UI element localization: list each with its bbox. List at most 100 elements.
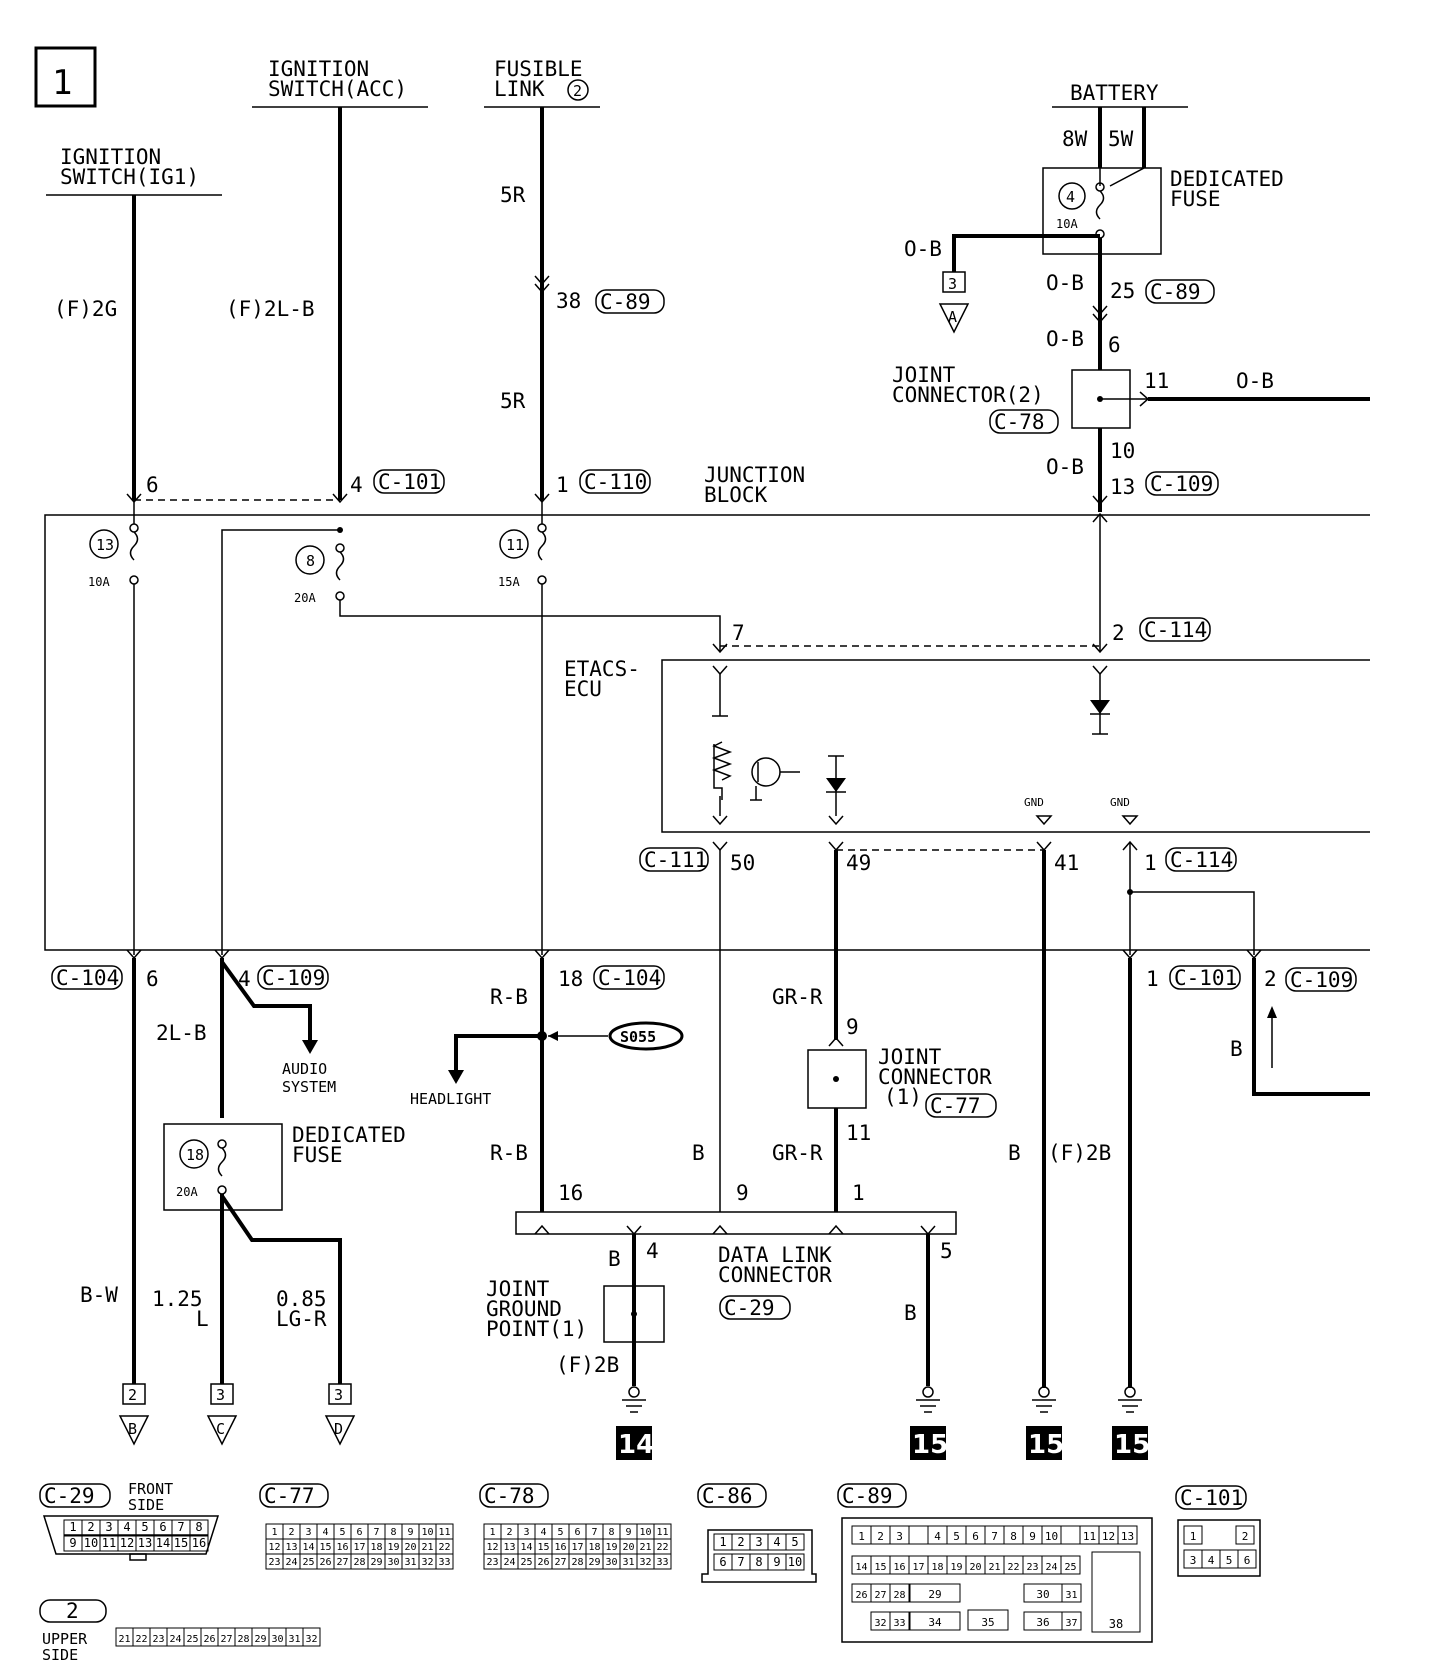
pin-cell-number: 12 xyxy=(1102,1530,1115,1543)
pin-cell-number: 25 xyxy=(186,1634,198,1645)
pin-cell xyxy=(967,1609,1009,1631)
pin-cell xyxy=(302,1627,321,1647)
pin-cell-number: 18 xyxy=(588,1542,600,1553)
legend-front-1: FRONT xyxy=(128,1480,173,1498)
f8-term-bot xyxy=(335,591,345,601)
f13-term-top xyxy=(129,523,139,533)
conn-c78-label: C-78 xyxy=(994,410,1045,434)
wire-b-2: B xyxy=(1008,1141,1021,1165)
pin-6: 6 xyxy=(146,473,159,497)
pin-cell xyxy=(785,1553,805,1571)
f18-num-circle xyxy=(179,1139,209,1169)
pin-cell-number: 4 xyxy=(1208,1554,1215,1567)
pin-cell-number: 33 xyxy=(438,1557,450,1568)
pin-13: 13 xyxy=(1110,475,1135,499)
gnd-label-1: GND xyxy=(1024,796,1044,809)
splice-s055-oval xyxy=(608,1021,684,1051)
pin-cell-number: 16 xyxy=(893,1562,905,1573)
f13-term-bot xyxy=(129,575,139,585)
legend-c29-tag xyxy=(39,1483,111,1508)
acc-label-2: SWITCH(ACC) xyxy=(268,77,407,101)
pin-cell-number: 15 xyxy=(319,1542,331,1553)
pin-cell-number: 6 xyxy=(356,1527,362,1538)
wire-audio xyxy=(220,960,312,1044)
arrow-up-head xyxy=(1267,1006,1277,1018)
mark-41 xyxy=(1036,841,1052,852)
pin-cell-number: 19 xyxy=(387,1542,399,1553)
pin-cell-number: 14 xyxy=(520,1542,532,1553)
legend-front-2: SIDE xyxy=(128,1496,164,1514)
pin-cell-number: 10 xyxy=(1045,1530,1058,1543)
pin-cell-number: 18 xyxy=(370,1542,382,1553)
pin-cell-number: 26 xyxy=(537,1557,549,1568)
wire-grr-2: GR-R xyxy=(772,1141,823,1165)
wire-headlight xyxy=(454,1034,542,1074)
ground-ref-15b-box xyxy=(1026,1426,1062,1460)
jc2-label-1: JOINT xyxy=(892,363,956,387)
pin-cell-number: 6 xyxy=(1244,1554,1251,1567)
pin-1: 1 xyxy=(556,473,569,497)
pin-cell-number: 9 xyxy=(625,1527,631,1538)
pin-cell-number: 7 xyxy=(373,1527,379,1538)
wire-b-4: B xyxy=(608,1247,621,1271)
pin-10: 10 xyxy=(1110,439,1135,463)
conn-c101-top-label: C-101 xyxy=(378,470,441,494)
pin-cell-number: 11 xyxy=(102,1536,116,1550)
pin-cell-number: 4 xyxy=(934,1530,941,1543)
pin-cell-number: 35 xyxy=(981,1616,994,1629)
pin-cell-number: 24 xyxy=(1045,1562,1057,1573)
dlc-label-1: DATA LINK xyxy=(718,1243,832,1267)
pin-cell xyxy=(1091,1551,1141,1633)
pin-cell-number: 26 xyxy=(855,1590,867,1601)
pin-cell-number: 31 xyxy=(404,1557,416,1568)
conn-c77-label: C-77 xyxy=(930,1094,981,1118)
pin-cell-number: 10 xyxy=(421,1527,433,1538)
f18-term-bot xyxy=(217,1185,227,1195)
pin-cell-number: 30 xyxy=(605,1557,617,1568)
fusible-num: 2 xyxy=(573,82,582,100)
jgp-label-3: POINT(1) xyxy=(486,1317,587,1341)
ref-box-3a xyxy=(942,271,966,293)
battery-wire-5w: 5W xyxy=(1108,127,1134,151)
headlight-arrow xyxy=(448,1070,464,1084)
pin-cell-number: 11 xyxy=(438,1527,450,1538)
wire-grr-1: GR-R xyxy=(772,985,823,1009)
pin-cell-number: 12 xyxy=(486,1542,498,1553)
pin-cell-number: 25 xyxy=(302,1557,314,1568)
conn-c110-label: C-110 xyxy=(584,470,647,494)
pin-cell-number: 5 xyxy=(141,1520,148,1534)
wire-ob-5: O-B xyxy=(1046,455,1084,479)
wire-ob-2: O-B xyxy=(1046,271,1084,295)
conn-c101-top xyxy=(373,469,445,494)
pin-4: 4 xyxy=(350,473,363,497)
pin-cell xyxy=(653,1553,672,1570)
conn-c109-right-label: C-109 xyxy=(1290,968,1353,992)
pin-cell-number: 7 xyxy=(591,1527,597,1538)
pin-cell-number: 2 xyxy=(87,1520,94,1534)
mark-4 xyxy=(332,493,348,504)
pin-cell-number: 23 xyxy=(486,1557,498,1568)
mark-50 xyxy=(712,841,728,852)
pin-cell-number: 1 xyxy=(1190,1530,1197,1543)
jc1-dot xyxy=(833,1076,839,1082)
f11-num-circle xyxy=(499,529,529,559)
wire-ob-1: O-B xyxy=(904,237,942,261)
pin-cell-number: 28 xyxy=(571,1557,583,1568)
pin-cell xyxy=(1060,1525,1081,1545)
f8-term-top xyxy=(335,543,345,553)
pin-cell-number: 5 xyxy=(339,1527,345,1538)
pin-6a: 6 xyxy=(1108,333,1121,357)
conn-c29 xyxy=(719,1295,791,1320)
pin-cell xyxy=(1061,1611,1082,1631)
wire-lgr-b: LG-R xyxy=(276,1307,327,1331)
fusible-label-2: LINK xyxy=(494,77,545,101)
fuse4-rating: 10A xyxy=(1056,217,1078,231)
pin-cell-number: 8 xyxy=(195,1520,202,1534)
junction-block-outline xyxy=(44,514,1370,951)
pin-cell-number: 22 xyxy=(438,1542,450,1553)
pin-cell-number: 9 xyxy=(773,1555,780,1569)
pin-cell-number: 28 xyxy=(893,1590,905,1601)
ground-ref-15c-box xyxy=(1112,1426,1148,1460)
gnd-tri-2 xyxy=(1121,815,1139,826)
pin-cell-number: 33 xyxy=(656,1557,668,1568)
